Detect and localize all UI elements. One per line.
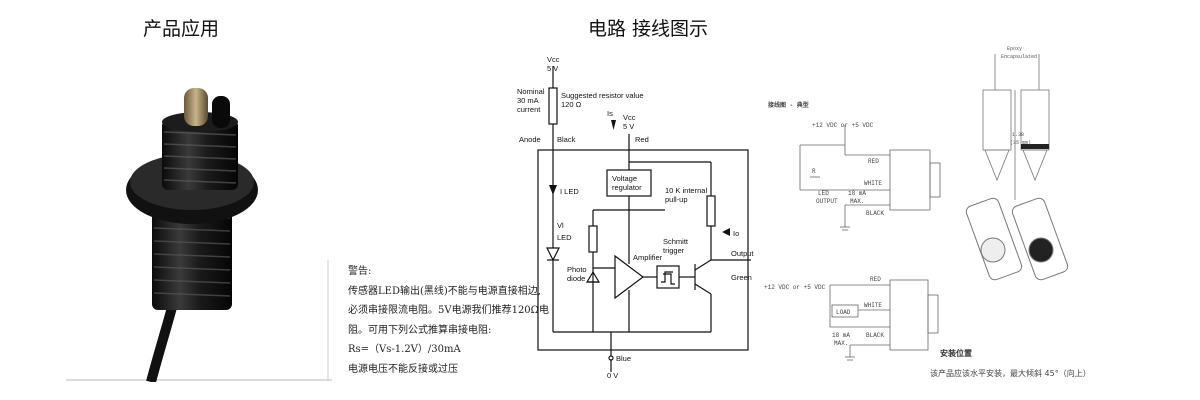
resistor-value-label: 120 Ω [561,100,582,109]
is-arrow-icon [611,120,616,130]
warning-line: 必须串接限流电阻。5V电源我们推荐120Ω电 [348,305,549,317]
install-position-text: 该产品应该水平安装，最大倾斜 45°（向上） [930,369,1091,378]
warning-line: 阻。可用下列公式推算串接电阻: [348,324,492,336]
led-output-label: LED [818,190,829,197]
blue-wire-label: Blue [616,354,631,363]
wiring-title: 接线图 - 典型 [767,101,809,109]
circuit-wiring-heading: 电路 接线图示 [588,18,709,40]
black-wire-label: Black [557,135,576,144]
nominal-current-word-label: current [517,105,541,114]
pullup-label-2: pull-up [665,195,688,204]
vcc-mid-label: Vcc [623,113,636,122]
circuit-diagram: Vcc 5 V Nominal 30 mA current Suggested … [517,55,754,380]
vcc-left-volt-label: 5 V [547,64,558,73]
trigger-label: trigger [663,246,685,255]
io-arrow-icon [722,228,730,236]
supply-bottom-label: +12 VDC or +5 VDC [764,284,826,291]
install-position-title: 安装位置 [940,349,972,358]
ma-label: 18 mA [848,190,866,197]
black-label: BLACK [866,210,884,217]
right-section-circle [1028,237,1054,263]
warning-line: 警告: [348,266,372,277]
vcc-left-label: Vcc [547,55,560,64]
dimension-mm-label: (35 mm) [1010,140,1031,146]
photodiode-label-2: diode [567,274,585,283]
anode-label: Anode [519,135,541,144]
white-label-2: WHITE [864,302,882,309]
load-label: LOAD [836,309,851,316]
red-wire-label: Red [635,135,649,144]
sealing-band [1021,144,1049,149]
schmitt-label: Schmitt [663,237,689,246]
sensor-product-photo [66,88,332,382]
suggested-resistor-label: Suggested resistor value [561,91,644,100]
regulator-label-2: regulator [612,183,642,192]
output-label: Output [731,249,754,258]
vcc-mid-volt-label: 5 V [623,122,634,131]
iled-label: I LED [560,187,579,196]
pullup-label: 10 K internal [665,186,707,195]
nominal-current-label: 30 mA [517,96,539,105]
epoxy-label: Epoxy [1007,46,1022,52]
led-current-arrow-icon [549,185,557,195]
is-label: Is [607,109,613,118]
vl-label: Vl [557,221,564,230]
warning-line: 电源电压不能反接或过压 [348,363,458,375]
product-application-heading: 产品应用 [143,18,220,40]
io-label: Io [733,229,739,238]
left-section-circle [980,237,1006,263]
white-label: WHITE [864,180,882,187]
dimension-label: 1.38 [1012,132,1024,138]
led-label: LED [557,233,572,242]
nominal-label: Nominal [517,87,545,96]
red-label-2: RED [870,276,881,283]
max-label-2: MAX. [834,340,848,347]
supply-top-label: +12 VDC or +5 VDC [812,122,874,129]
photodiode-label: Photo [567,265,587,274]
regulator-label: Voltage [612,174,637,183]
mounting-drawing: Epoxy Encapsulated 1.38 (35 mm) [965,46,1069,281]
green-wire-label: Green [731,273,752,282]
max-label: MAX. [850,198,864,205]
encapsulated-label: Encapsulated [1001,54,1037,60]
ma-label-2: 18 mA [832,332,850,339]
amplifier-label: Amplifier [633,253,663,262]
red-label: RED [868,158,879,165]
zero-volt-label: 0 V [607,371,618,380]
warning-text-block: 警告: 传感器LED输出(黑线)不能与电源直接相边, 必须串接限流电阻。5V电源… [348,262,549,380]
warning-line: Rs=（Vs-1.2V）/30mA [348,344,461,356]
led-output-label-2: OUTPUT [816,198,838,205]
wiring-diagram: 接线图 - 典型 +12 VDC or +5 VDC RED WHITE BLA… [764,101,941,361]
r-label: R [812,168,816,175]
warning-line: 传感器LED输出(黑线)不能与电源直接相边, [348,285,541,297]
black-label-2: BLACK [866,332,884,339]
